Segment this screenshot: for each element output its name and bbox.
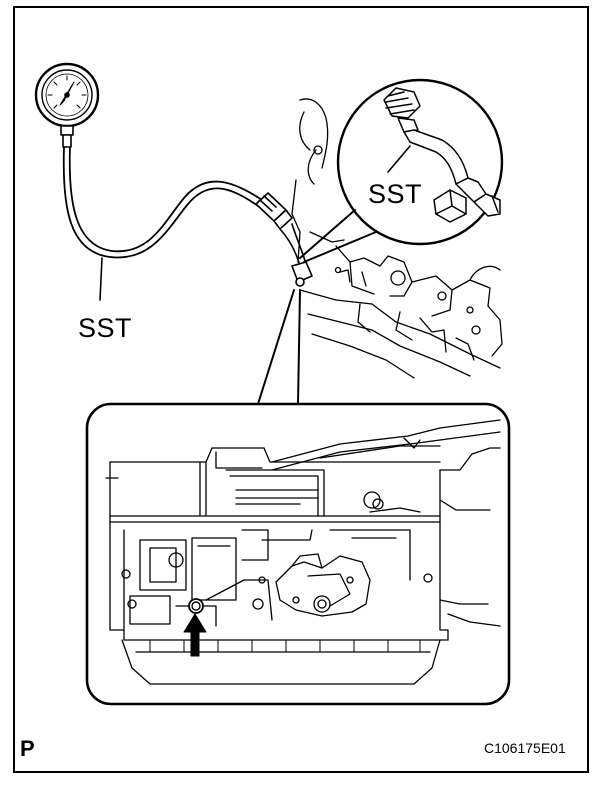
detail-callout	[299, 78, 504, 263]
sst-gauge-label: SST	[78, 313, 133, 343]
test-plug	[188, 598, 204, 614]
corner-mark: P	[20, 736, 36, 761]
callout-line	[297, 289, 301, 405]
transmission-outline-top	[291, 98, 503, 379]
figure-border	[13, 6, 589, 773]
sst-leader-line	[99, 257, 103, 301]
sst-hose	[62, 146, 263, 259]
transmission-valve-body	[105, 419, 501, 685]
arrow-up-icon	[183, 613, 207, 657]
sst-fitting-label: SST	[368, 179, 423, 209]
figure-number: C106175E01	[484, 740, 566, 756]
pressure-gauge-icon	[34, 62, 100, 148]
hose-coupler	[255, 192, 313, 287]
callout-line	[257, 289, 295, 405]
sst-adapter-fitting	[383, 87, 501, 223]
